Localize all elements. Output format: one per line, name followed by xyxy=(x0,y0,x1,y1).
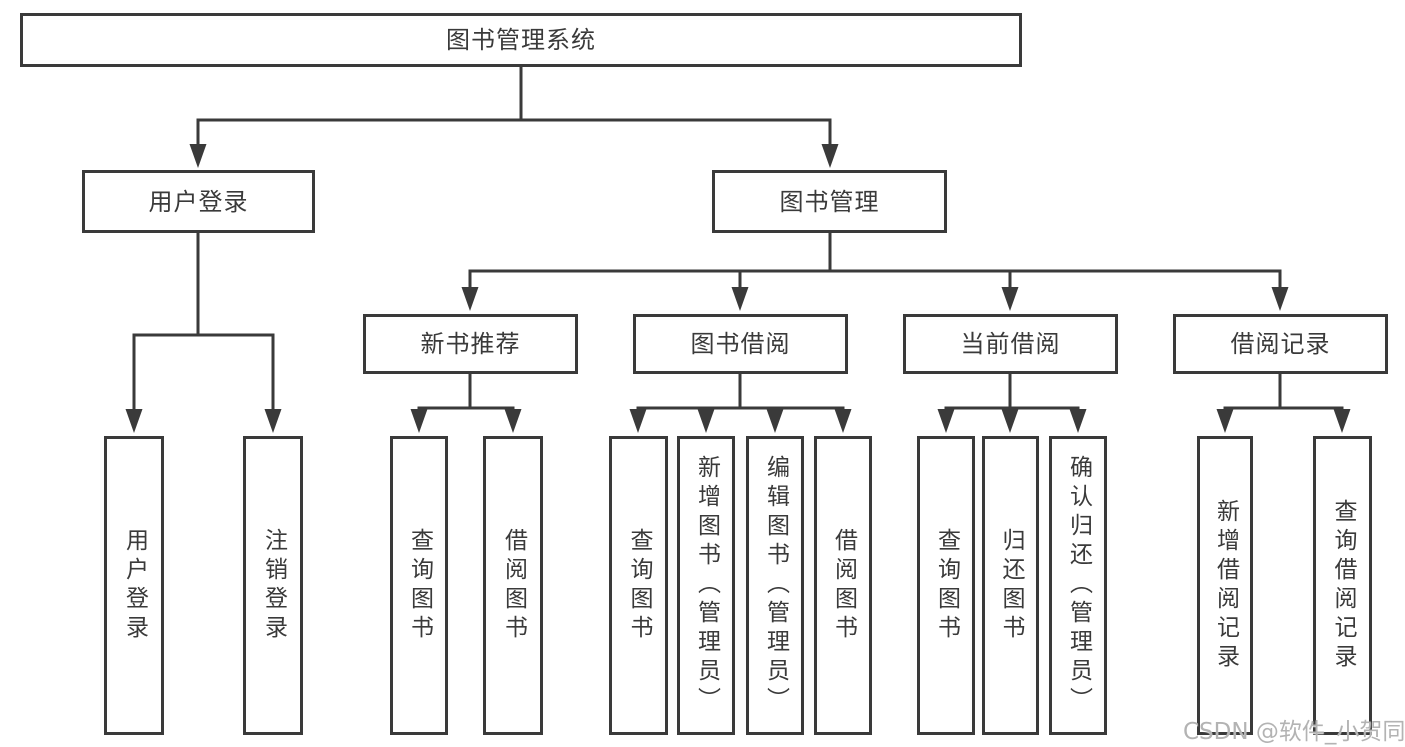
node-book-borrow-label: 图书借阅 xyxy=(690,330,791,358)
leaf-label: 查询图书 xyxy=(933,527,960,644)
leaf-label: 用户登录 xyxy=(121,527,148,644)
arrowhead-icon xyxy=(504,409,522,433)
leaf-label: 借阅图书 xyxy=(500,527,527,644)
arrowhead-icon xyxy=(697,409,715,433)
leaf-confirm-return-admin: 确认归还（管理员） xyxy=(1049,436,1107,735)
node-borrow-records: 借阅记录 xyxy=(1173,314,1388,374)
arrowhead-icon xyxy=(731,287,749,311)
node-current-borrow-label: 当前借阅 xyxy=(960,330,1061,358)
leaf-label: 借阅图书 xyxy=(830,527,857,644)
arrowhead-icon xyxy=(1001,409,1019,433)
leaf-label: 新增图书（管理员） xyxy=(693,455,720,716)
arrowhead-icon xyxy=(766,409,784,433)
node-user-login: 用户登录 xyxy=(82,170,315,233)
leaf-borrow-query-books: 查询图书 xyxy=(609,436,668,735)
arrowhead-icon xyxy=(834,409,852,433)
node-new-books-label: 新书推荐 xyxy=(420,330,521,358)
arrowhead-icon xyxy=(1333,409,1351,433)
arrowhead-icon xyxy=(937,409,955,433)
leaf-logout: 注销登录 xyxy=(243,436,303,735)
node-root: 图书管理系统 xyxy=(20,13,1022,67)
arrowhead-icon xyxy=(1069,409,1087,433)
arrowhead-icon xyxy=(629,409,647,433)
arrowhead-icon xyxy=(1001,287,1019,311)
leaf-newbooks-borrow-books: 借阅图书 xyxy=(483,436,543,735)
leaf-label: 注销登录 xyxy=(260,527,287,644)
arrowhead-icon xyxy=(410,409,428,433)
leaf-label: 归还图书 xyxy=(998,527,1024,644)
arrowhead-icon xyxy=(1216,409,1234,433)
leaf-return-books: 归还图书 xyxy=(982,436,1039,735)
leaf-label: 查询借阅记录 xyxy=(1330,498,1356,673)
leaf-user-login: 用户登录 xyxy=(104,436,164,735)
node-user-login-label: 用户登录 xyxy=(148,187,249,216)
node-borrow-records-label: 借阅记录 xyxy=(1230,330,1331,358)
arrowhead-icon xyxy=(189,144,207,168)
leaf-newbooks-query-books: 查询图书 xyxy=(390,436,448,735)
leaf-add-borrow-record: 新增借阅记录 xyxy=(1197,436,1253,735)
leaf-add-books-admin: 新增图书（管理员） xyxy=(677,436,735,735)
csdn-watermark: CSDN @软件_小贺同学 xyxy=(1183,719,1405,745)
node-book-borrow: 图书借阅 xyxy=(633,314,848,374)
leaf-label: 新增借阅记录 xyxy=(1212,498,1239,673)
node-root-label: 图书管理系统 xyxy=(446,26,596,54)
connector-trunks xyxy=(132,66,1344,410)
node-book-mgmt: 图书管理 xyxy=(712,170,947,233)
leaf-label: 确认归还（管理员） xyxy=(1065,455,1092,716)
leaf-label: 查询图书 xyxy=(626,527,652,644)
leaf-edit-books-admin: 编辑图书（管理员） xyxy=(746,436,804,735)
arrowhead-icon xyxy=(1271,287,1289,311)
node-new-books: 新书推荐 xyxy=(363,314,578,374)
arrowhead-icon xyxy=(821,144,839,168)
arrowhead-icon xyxy=(461,287,479,311)
node-book-mgmt-label: 图书管理 xyxy=(779,187,880,216)
leaf-label: 查询图书 xyxy=(406,527,433,644)
leaf-query-borrow-record: 查询借阅记录 xyxy=(1313,436,1372,735)
leaf-borrow-books: 借阅图书 xyxy=(814,436,872,735)
leaf-label: 编辑图书（管理员） xyxy=(762,455,789,716)
arrowhead-icon xyxy=(125,409,143,433)
arrowhead-icon xyxy=(264,409,282,433)
node-current-borrow: 当前借阅 xyxy=(903,314,1118,374)
leaf-current-query-books: 查询图书 xyxy=(917,436,975,735)
